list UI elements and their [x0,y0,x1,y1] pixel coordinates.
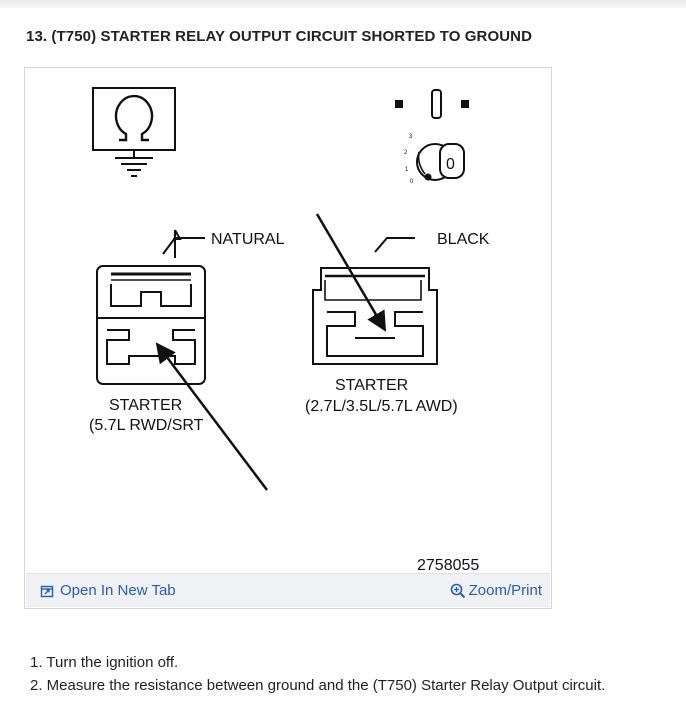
diagram-panel: 3 2 1 0 0 [24,67,552,609]
ignition-switch-icon: 3 2 1 0 0 [395,89,469,185]
figure-number: 2758055 [417,557,479,574]
natural-label: NATURAL [211,231,285,248]
right-caption-line2: (2.7L/3.5L/5.7L AWD) [305,398,458,415]
page-title: 13. (T750) STARTER RELAY OUTPUT CIRCUIT … [26,28,533,45]
list-item: 2. Measure the resistance between ground… [30,677,606,694]
open-new-tab-icon [40,585,54,597]
left-connector [96,229,206,385]
wiring-diagram: 3 2 1 0 0 [89,87,490,574]
ohmmeter-icon [92,87,176,177]
left-caption-line2: (5.7L RWD/SRT [89,417,204,434]
right-connector [312,237,438,368]
probe-lines [155,213,387,491]
top-bar [0,0,686,8]
left-caption-line1: STARTER [109,397,182,414]
open-in-new-tab-label: Open In New Tab [60,582,176,599]
list-item: 1. Turn the ignition off. [30,654,179,671]
zoom-magnifier-icon [450,583,465,598]
ignition-position-0: 0 [410,179,414,185]
ignition-position-3: 3 [409,134,413,140]
ignition-position-1: 1 [405,167,409,173]
zoom-print-link[interactable]: Zoom/Print [450,582,542,599]
zoom-print-label: Zoom/Print [468,582,542,599]
black-label: BLACK [437,231,490,248]
ignition-position-2: 2 [404,150,408,156]
right-caption-line1: STARTER [335,377,408,394]
key-label: 0 [446,156,455,173]
instruction-list: 1. Turn the ignition off. 2. Measure the… [30,651,605,697]
open-in-new-tab-link[interactable]: Open In New Tab [40,582,176,599]
figure-toolbar: Open In New Tab Zoom/Print [26,573,550,607]
